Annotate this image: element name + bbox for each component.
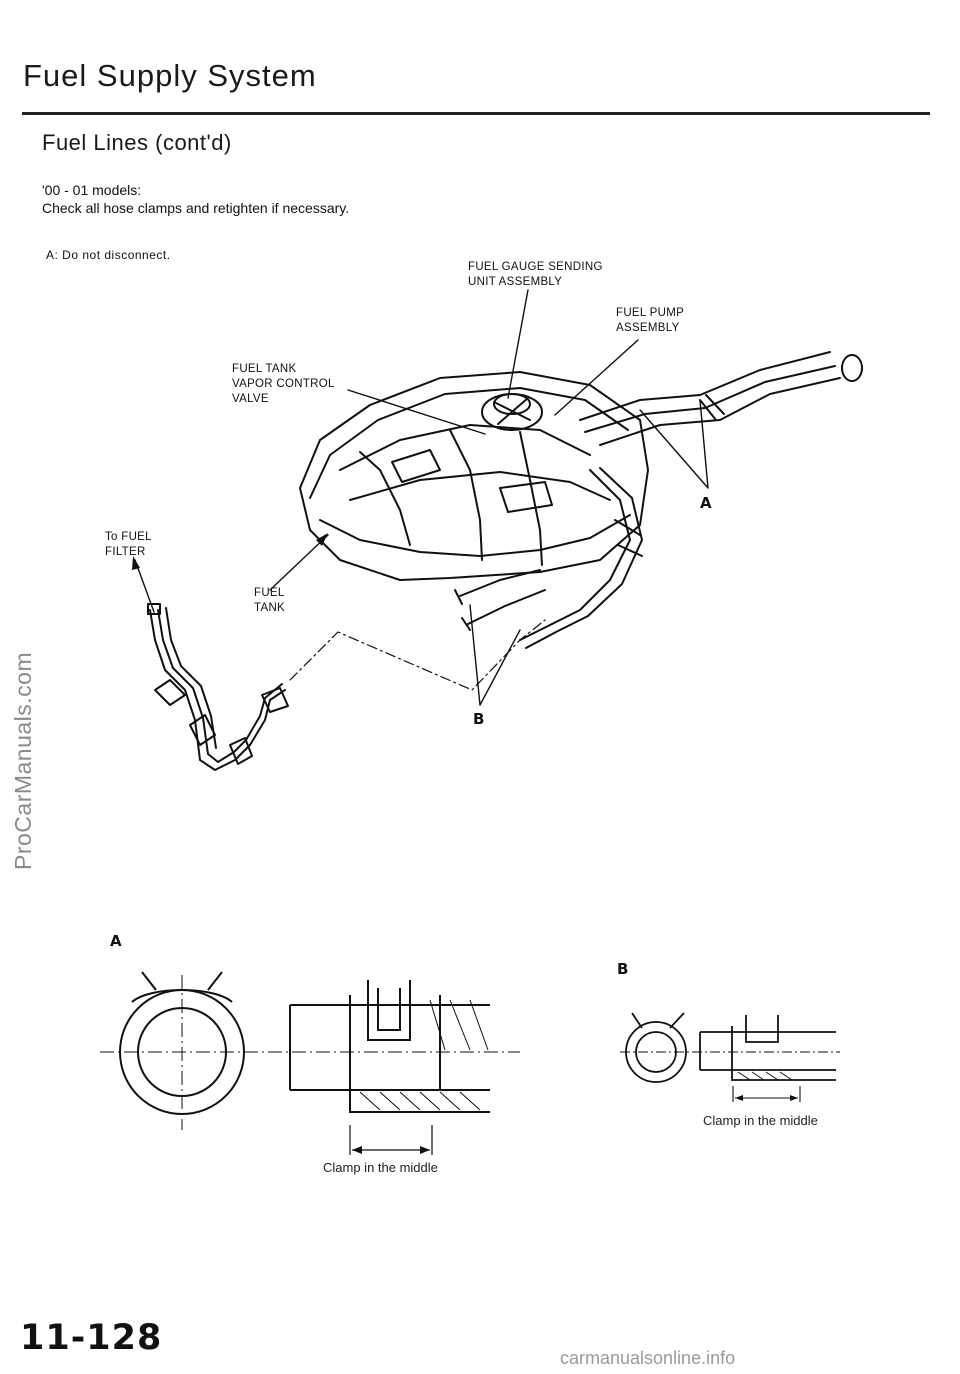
subsection-title: Fuel Lines (cont'd) — [42, 130, 232, 155]
instruction-text: Check all hose clamps and retighten if n… — [42, 200, 350, 216]
label-fuel-tank: FUEL TANK — [254, 587, 286, 614]
legend-note: A: Do not disconnect. — [46, 248, 171, 262]
detail-b-drawing — [620, 1012, 840, 1102]
detail-a-drawing — [100, 971, 520, 1155]
detail-b-caption: Clamp in the middle — [703, 1113, 818, 1128]
section-title: Fuel Supply System — [23, 58, 317, 93]
watermark-side: ProCarManuals.com — [10, 651, 36, 870]
detail-a-caption: Clamp in the middle — [323, 1160, 438, 1175]
watermark-bottom: carmanualsonline.info — [560, 1348, 736, 1368]
title-rule — [22, 112, 930, 115]
detail-b-letter: B — [617, 960, 629, 978]
label-vapor-control-valve: FUEL TANK VAPOR CONTROL VALVE — [232, 363, 335, 405]
callout-a: A — [700, 494, 712, 512]
callout-b: B — [473, 710, 485, 728]
label-to-fuel-filter: To FUEL FILTER — [105, 531, 152, 558]
fuel-tank-outline — [299, 371, 649, 581]
detail-a-letter: A — [110, 932, 122, 950]
label-fuel-gauge-sending-unit: FUEL GAUGE SENDING UNIT ASSEMBLY — [468, 261, 603, 288]
label-fuel-pump-assembly: FUEL PUMP ASSEMBLY — [616, 307, 685, 334]
models-text: '00 - 01 models: — [42, 182, 142, 198]
page-number: 11-128 — [20, 1318, 163, 1358]
